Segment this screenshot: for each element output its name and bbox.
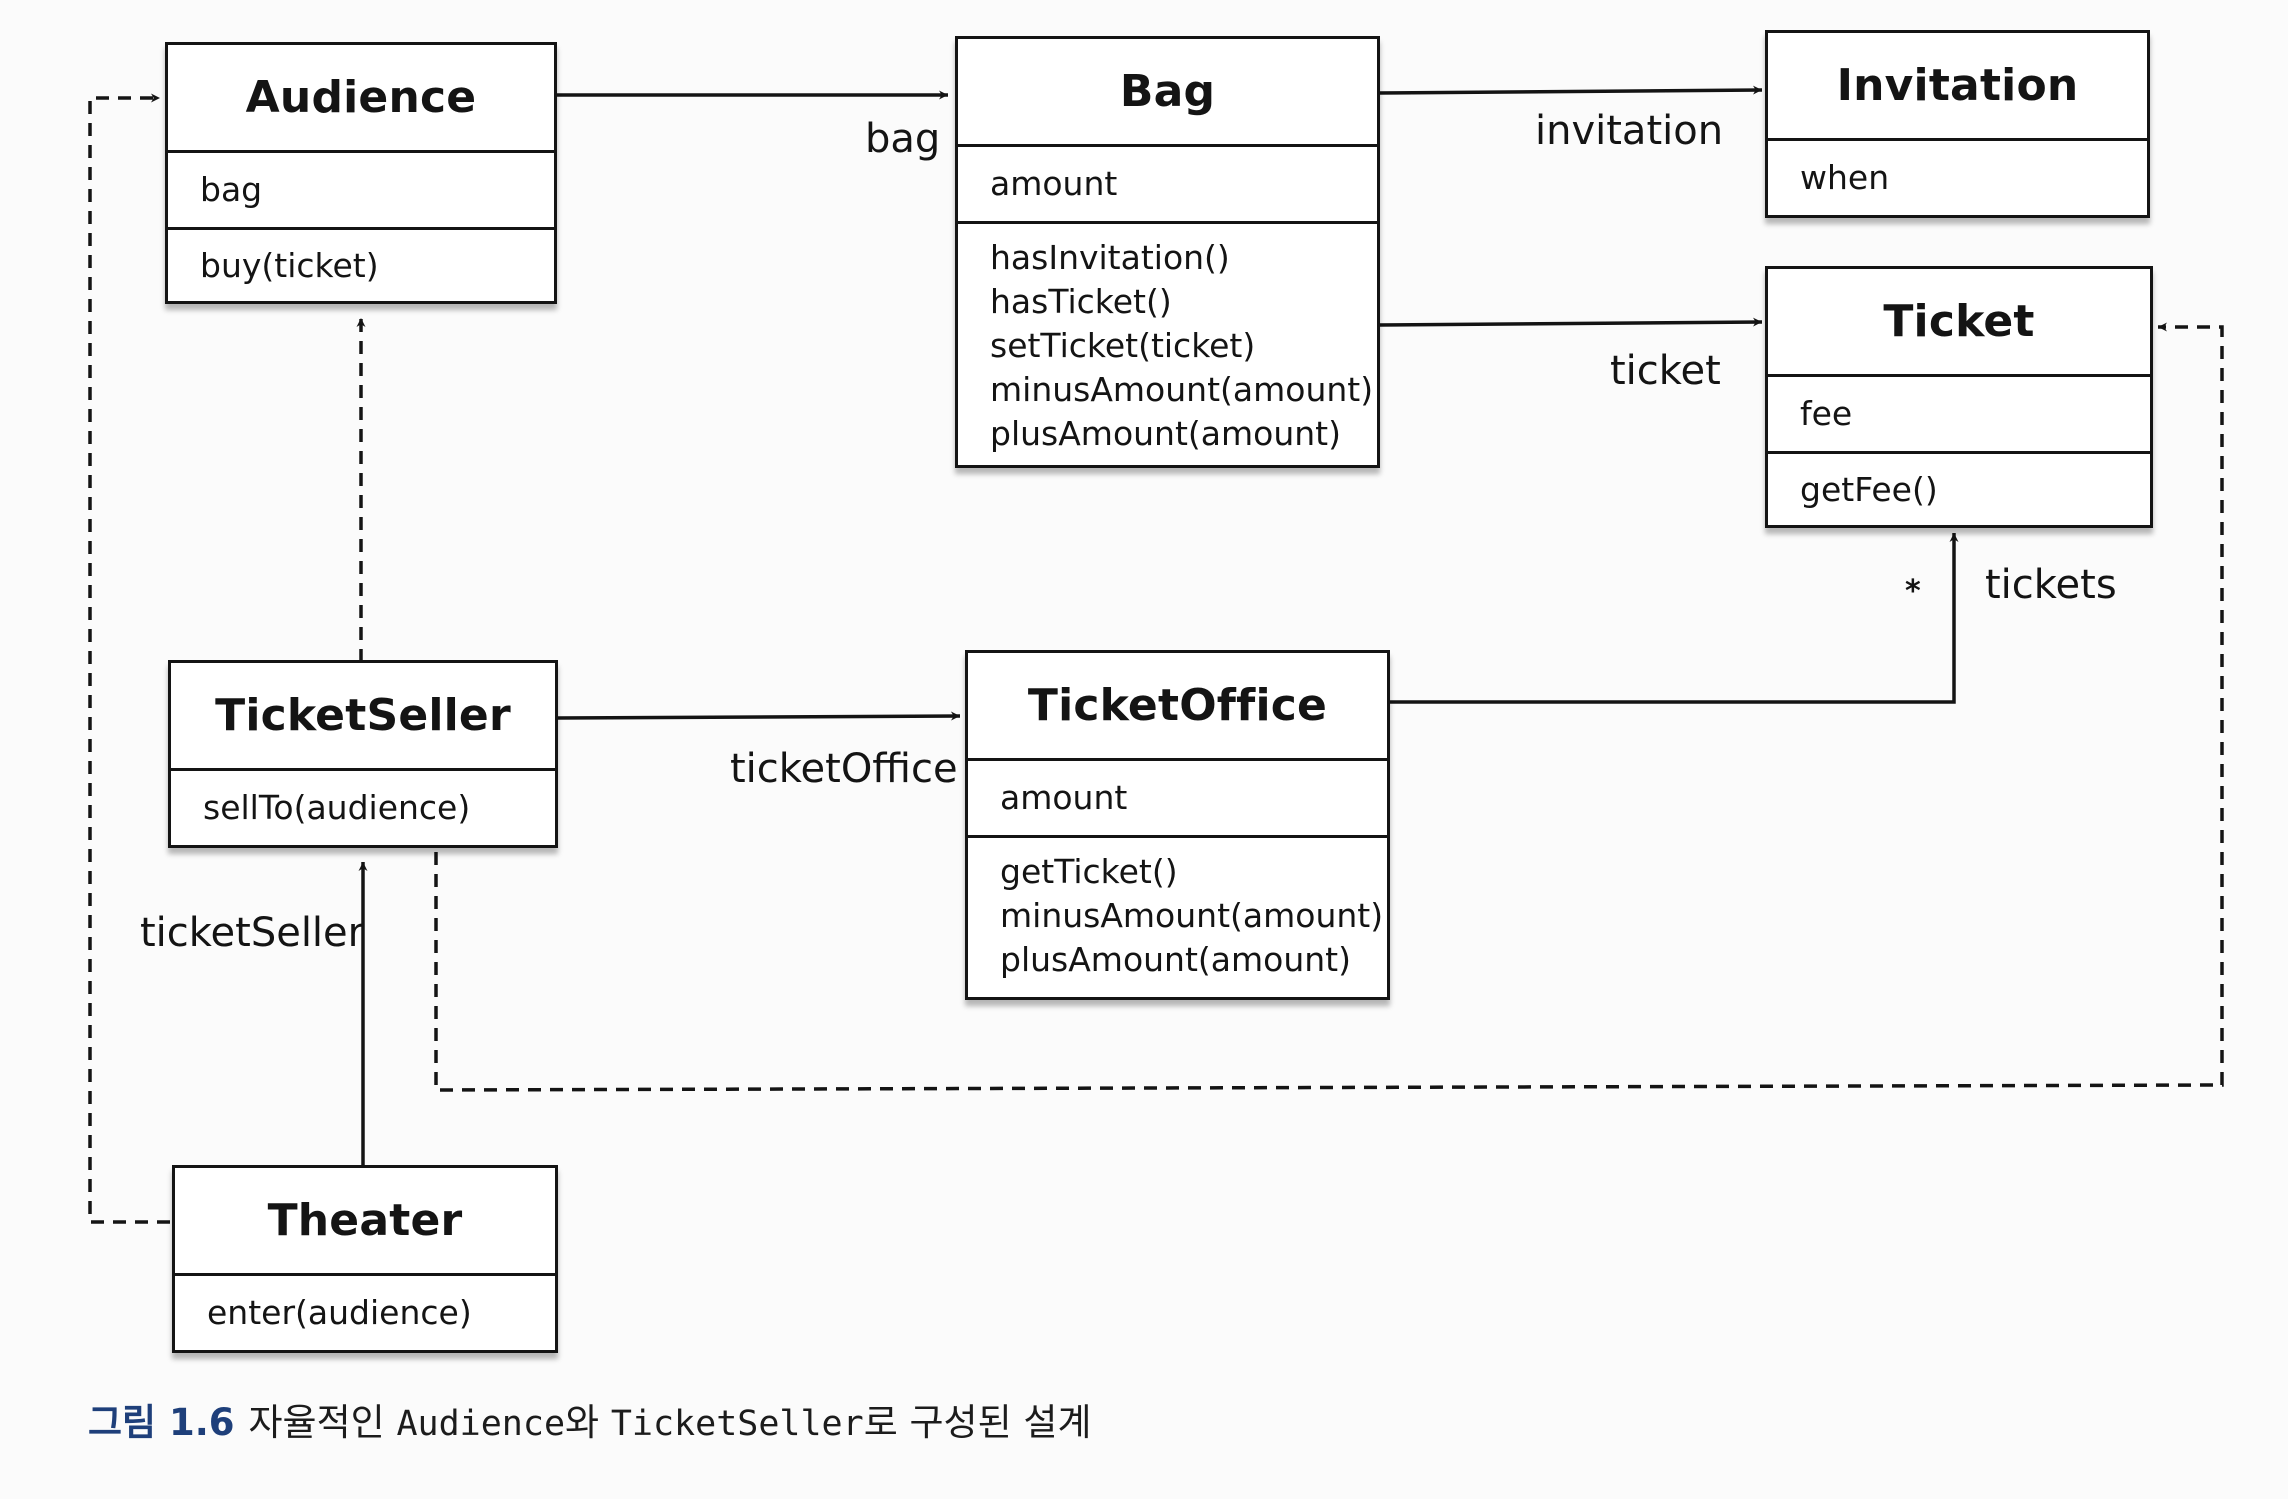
assoc-ticketoffice-ticket bbox=[1390, 533, 1959, 704]
multiplicity-label: * bbox=[1905, 574, 1921, 609]
attribute: fee bbox=[1800, 394, 1853, 433]
role-label-ticketseller: ticketSeller bbox=[140, 910, 365, 956]
operation: hasTicket() bbox=[990, 282, 1172, 321]
operation: sellTo(audience) bbox=[203, 788, 471, 827]
figure-number: 그림 1.6 bbox=[88, 1401, 235, 1444]
operation: minusAmount(amount) bbox=[1000, 896, 1384, 935]
class-ticket: Ticket fee getFee() bbox=[1765, 266, 2153, 528]
assoc-bag-ticket bbox=[1377, 317, 1763, 327]
operation: setTicket(ticket) bbox=[990, 326, 1256, 365]
class-name: Bag bbox=[958, 39, 1377, 147]
class-name: Ticket bbox=[1768, 269, 2150, 377]
operation: enter(audience) bbox=[207, 1293, 472, 1332]
class-name: TicketSeller bbox=[171, 663, 555, 771]
operation: plusAmount(amount) bbox=[990, 414, 1341, 453]
operation: plusAmount(amount) bbox=[1000, 940, 1351, 979]
class-name: Theater bbox=[175, 1168, 555, 1276]
attributes-section: bag bbox=[168, 153, 554, 227]
attributes-section: amount bbox=[958, 147, 1377, 221]
class-invitation: Invitation when bbox=[1765, 30, 2150, 218]
class-audience: Audience bag buy(ticket) bbox=[165, 42, 557, 304]
operations-section: sellTo(audience) bbox=[171, 771, 555, 845]
caption-code-audience: Audience bbox=[396, 1404, 566, 1444]
caption-text: 로 구성된 설계 bbox=[863, 1401, 1092, 1444]
operation: buy(ticket) bbox=[200, 245, 379, 285]
attributes-section: amount bbox=[968, 761, 1387, 835]
caption-code-ticketseller: TicketSeller bbox=[610, 1404, 864, 1444]
role-label-ticket: ticket bbox=[1610, 348, 1721, 394]
class-name: TicketOffice bbox=[968, 653, 1387, 761]
operations-section: buy(ticket) bbox=[168, 227, 554, 301]
role-label-invitation: invitation bbox=[1535, 108, 1724, 154]
operations-section: hasInvitation() hasTicket() setTicket(ti… bbox=[958, 221, 1377, 465]
role-label-ticketoffice: ticketOffice bbox=[730, 746, 958, 792]
attribute: when bbox=[1800, 158, 1890, 197]
attribute: amount bbox=[1000, 778, 1128, 817]
dep-ticketseller-ticket bbox=[434, 322, 2224, 1092]
class-bag: Bag amount hasInvitation() hasTicket() s… bbox=[955, 36, 1380, 468]
role-label-bag: bag bbox=[865, 116, 941, 162]
class-theater: Theater enter(audience) bbox=[172, 1165, 558, 1353]
role-label-tickets: tickets bbox=[1985, 562, 2117, 608]
attribute: bag bbox=[200, 170, 263, 209]
attribute: amount bbox=[990, 164, 1118, 203]
operation: getFee() bbox=[1800, 469, 1938, 509]
class-ticketseller: TicketSeller sellTo(audience) bbox=[168, 660, 558, 848]
operations-section: getFee() bbox=[1768, 451, 2150, 525]
assoc-bag-invitation bbox=[1377, 85, 1763, 95]
operations-section: getTicket() minusAmount(amount) plusAmou… bbox=[968, 835, 1387, 997]
class-name: Audience bbox=[168, 45, 554, 153]
operation: getTicket() bbox=[1000, 852, 1178, 891]
assoc-ticketseller-ticketoffice bbox=[556, 711, 961, 721]
caption-text: 와 bbox=[565, 1401, 600, 1444]
operation: minusAmount(amount) bbox=[990, 370, 1374, 409]
operation: hasInvitation() bbox=[990, 238, 1230, 277]
operations-section: enter(audience) bbox=[175, 1276, 555, 1350]
attributes-section: when bbox=[1768, 141, 2147, 215]
caption-text: 자율적인 bbox=[248, 1401, 385, 1444]
dep-theater-audience bbox=[88, 93, 170, 1224]
figure-caption: 그림 1.6 자율적인 Audience와 TicketSeller로 구성된 설… bbox=[88, 1392, 1091, 1446]
attributes-section: fee bbox=[1768, 377, 2150, 451]
class-ticketoffice: TicketOffice amount getTicket() minusAmo… bbox=[965, 650, 1390, 1000]
class-name: Invitation bbox=[1768, 33, 2147, 141]
